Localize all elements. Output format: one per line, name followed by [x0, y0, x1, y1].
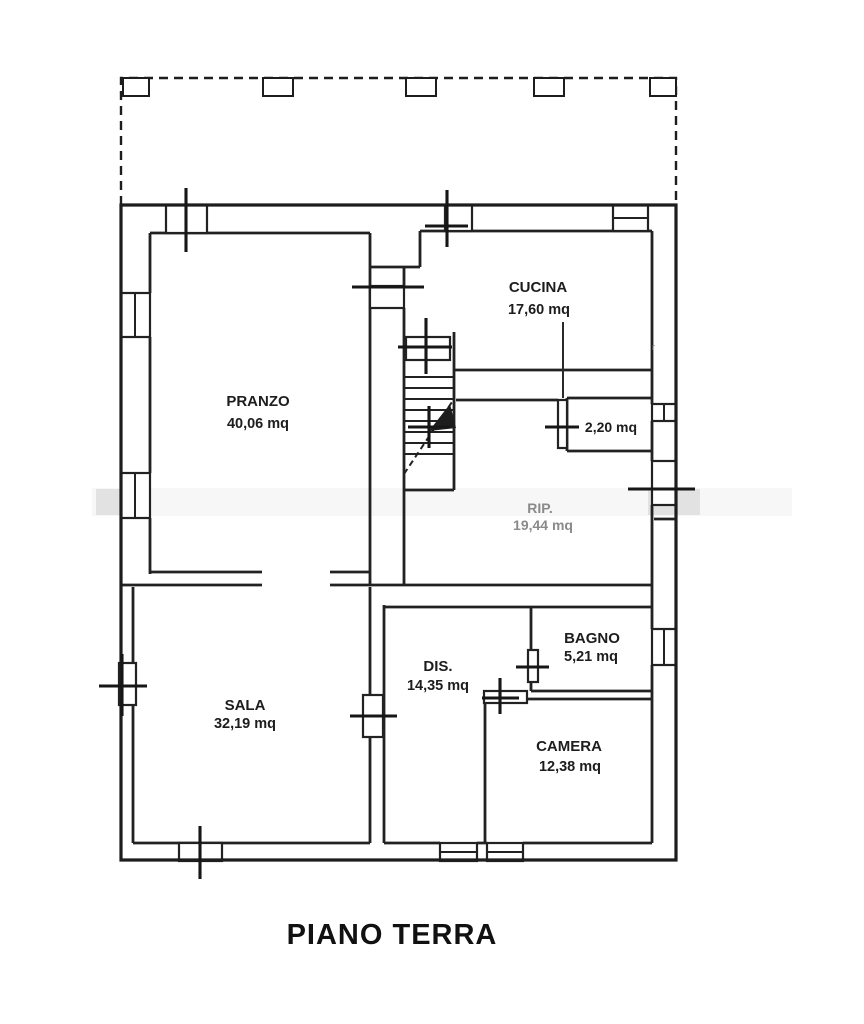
room-label-bagno: BAGNO: [564, 630, 620, 647]
room-area-pranzo: 40,06 mq: [227, 416, 289, 432]
door-symbol-hall: [368, 284, 406, 310]
stair-direction-arrow: [429, 404, 456, 431]
room-area-cucina: 17,60 mq: [508, 302, 570, 318]
room-label-cucina: CUCINA: [509, 279, 567, 296]
room-label-sala: SALA: [225, 697, 266, 714]
column-notch: [405, 77, 437, 97]
room-label-ripostiglio: RIP.: [527, 500, 552, 516]
terrace-dashed-outline: [119, 76, 678, 205]
cross-mark-sala-left-door: [99, 654, 147, 716]
room-label-camera: CAMERA: [536, 738, 602, 755]
column-notch: [533, 77, 565, 97]
room-area-ripostiglio: 19,44 mq: [513, 517, 573, 533]
outer-boundary: [119, 203, 678, 862]
scan-smudge-band: [92, 488, 792, 516]
room-area-sala: 32,19 mq: [214, 716, 276, 732]
outer-wall-lines: [119, 203, 678, 862]
room-area-disimpegno: 14,35 mq: [407, 678, 469, 694]
cross-mark-stair-base: [408, 406, 450, 448]
cross-mark-camera-door: [482, 678, 519, 714]
column-notch: [649, 77, 677, 97]
terrace-outline: [119, 76, 678, 205]
room-area-camera: 12,38 mq: [539, 759, 601, 775]
column-notch: [262, 77, 294, 97]
door-symbol-right-wall: [650, 459, 678, 507]
column-notch: [122, 77, 150, 97]
room-area-closet: 2,20 mq: [585, 419, 637, 435]
room-label-disimpegno: DIS.: [423, 658, 452, 675]
room-area-bagno: 5,21 mq: [564, 649, 618, 665]
opening-cross-marks: [99, 188, 695, 879]
floor-caption: PIANO TERRA: [287, 919, 498, 951]
door-symbol-closet: [556, 398, 569, 450]
scan-speck: r: [652, 342, 655, 352]
cross-mark-top-center: [425, 190, 468, 247]
cross-mark-stair-door: [398, 318, 452, 374]
room-labels: PRANZO 40,06 mq CUCINA 17,60 mq 2,20 mq …: [214, 279, 637, 775]
room-label-pranzo: PRANZO: [226, 393, 290, 410]
